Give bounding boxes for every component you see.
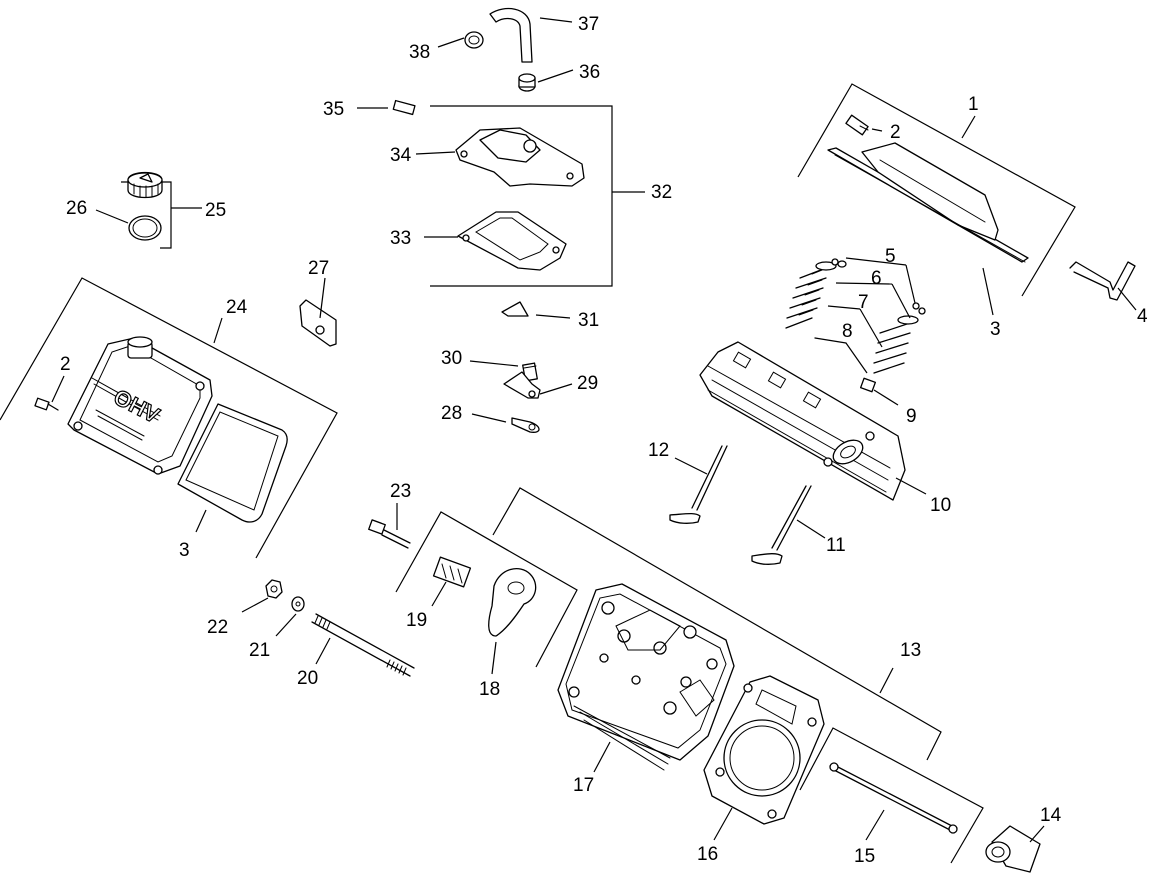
callout-18: 18 — [479, 679, 500, 700]
part-1-breather-plate — [827, 142, 1029, 263]
part-35-screw — [357, 99, 416, 116]
callout-25: 25 — [205, 200, 226, 221]
callout-1: 1 — [968, 94, 979, 115]
callout-32: 32 — [651, 182, 672, 203]
part-31-wedge — [501, 301, 571, 319]
callout-30: 30 — [441, 348, 462, 369]
part-4-bracket — [1069, 261, 1137, 311]
callout-35: 35 — [323, 99, 344, 120]
callout-11: 11 — [826, 535, 846, 556]
part-7-valve-spring-a — [785, 267, 827, 329]
callout-5: 5 — [885, 246, 896, 267]
callout-2-left: 2 — [60, 354, 71, 375]
callout-31: 31 — [578, 310, 599, 331]
callout-33: 33 — [390, 228, 411, 249]
callout-21: 21 — [249, 640, 270, 661]
callout-10: 10 — [930, 495, 951, 516]
part-20-stud — [311, 613, 415, 677]
part-10-cylinder-head-upper — [699, 341, 927, 501]
callout-13: 13 — [900, 640, 921, 661]
callout-9: 9 — [906, 406, 917, 427]
callout-labels: 1 2 3 4 5 6 7 8 9 10 11 12 13 14 15 16 1… — [60, 14, 1148, 867]
callout-7: 7 — [858, 292, 869, 313]
callout-3: 3 — [990, 319, 1001, 340]
callout-34: 34 — [390, 145, 412, 166]
part-7-valve-spring-b — [873, 322, 911, 374]
callout-16: 16 — [697, 844, 718, 865]
callout-29: 29 — [577, 373, 598, 394]
leader-lines-5-9 — [827, 257, 916, 406]
part-33-breather-gasket — [424, 211, 567, 271]
part-25-oil-fill-cap — [127, 171, 163, 199]
callout-2: 2 — [890, 122, 901, 143]
part-26-o-ring — [95, 209, 162, 241]
part-37-breather-tube — [489, 7, 573, 63]
callout-8: 8 — [842, 321, 853, 342]
callout-6: 6 — [871, 268, 882, 289]
callout-38: 38 — [409, 42, 430, 63]
callout-37: 37 — [578, 14, 599, 35]
callout-14: 14 — [1040, 805, 1062, 826]
callout-15: 15 — [854, 846, 875, 867]
valve-springs — [785, 258, 926, 393]
part-23-bolt — [368, 503, 411, 549]
part-15-push-rod — [829, 762, 958, 841]
callout-4: 4 — [1137, 306, 1148, 327]
part-19-push-rod-guide — [431, 556, 472, 607]
callout-19: 19 — [406, 610, 427, 631]
part-12-valve-intake — [669, 445, 728, 524]
part-14-tappet — [985, 825, 1045, 873]
part-18-rocker-arm — [488, 568, 537, 675]
part-24-valve-cover: OHV — [67, 336, 213, 475]
part-22-nut — [241, 579, 283, 613]
part-11-valve-exhaust — [751, 485, 826, 565]
callout-27: 27 — [308, 258, 329, 279]
group-brackets — [0, 83, 1076, 864]
callout-23: 23 — [390, 481, 411, 502]
part-16-head-gasket — [703, 675, 825, 841]
part-29-breather-valve — [503, 371, 573, 399]
callout-36: 36 — [579, 62, 600, 83]
callout-24: 24 — [226, 297, 248, 318]
callout-22: 22 — [207, 617, 228, 638]
part-2-screw-top — [845, 114, 883, 136]
callout-20: 20 — [297, 668, 318, 689]
part-34-breather-cover — [415, 127, 585, 187]
part-27-lifting-bracket — [299, 277, 337, 347]
part-38-clamp — [437, 31, 484, 49]
part-21-washer — [275, 596, 305, 637]
part-2-screw-left — [34, 375, 65, 411]
callout-12: 12 — [648, 440, 669, 461]
callout-17: 17 — [573, 775, 594, 796]
part-3-valve-cover-gasket — [177, 403, 288, 533]
callout-28: 28 — [441, 403, 462, 424]
callout-3-left: 3 — [179, 540, 190, 561]
part-36-clamp — [518, 69, 574, 92]
part-17-cylinder-head — [557, 583, 735, 773]
callout-26: 26 — [66, 198, 87, 219]
part-28-reed — [471, 413, 540, 433]
